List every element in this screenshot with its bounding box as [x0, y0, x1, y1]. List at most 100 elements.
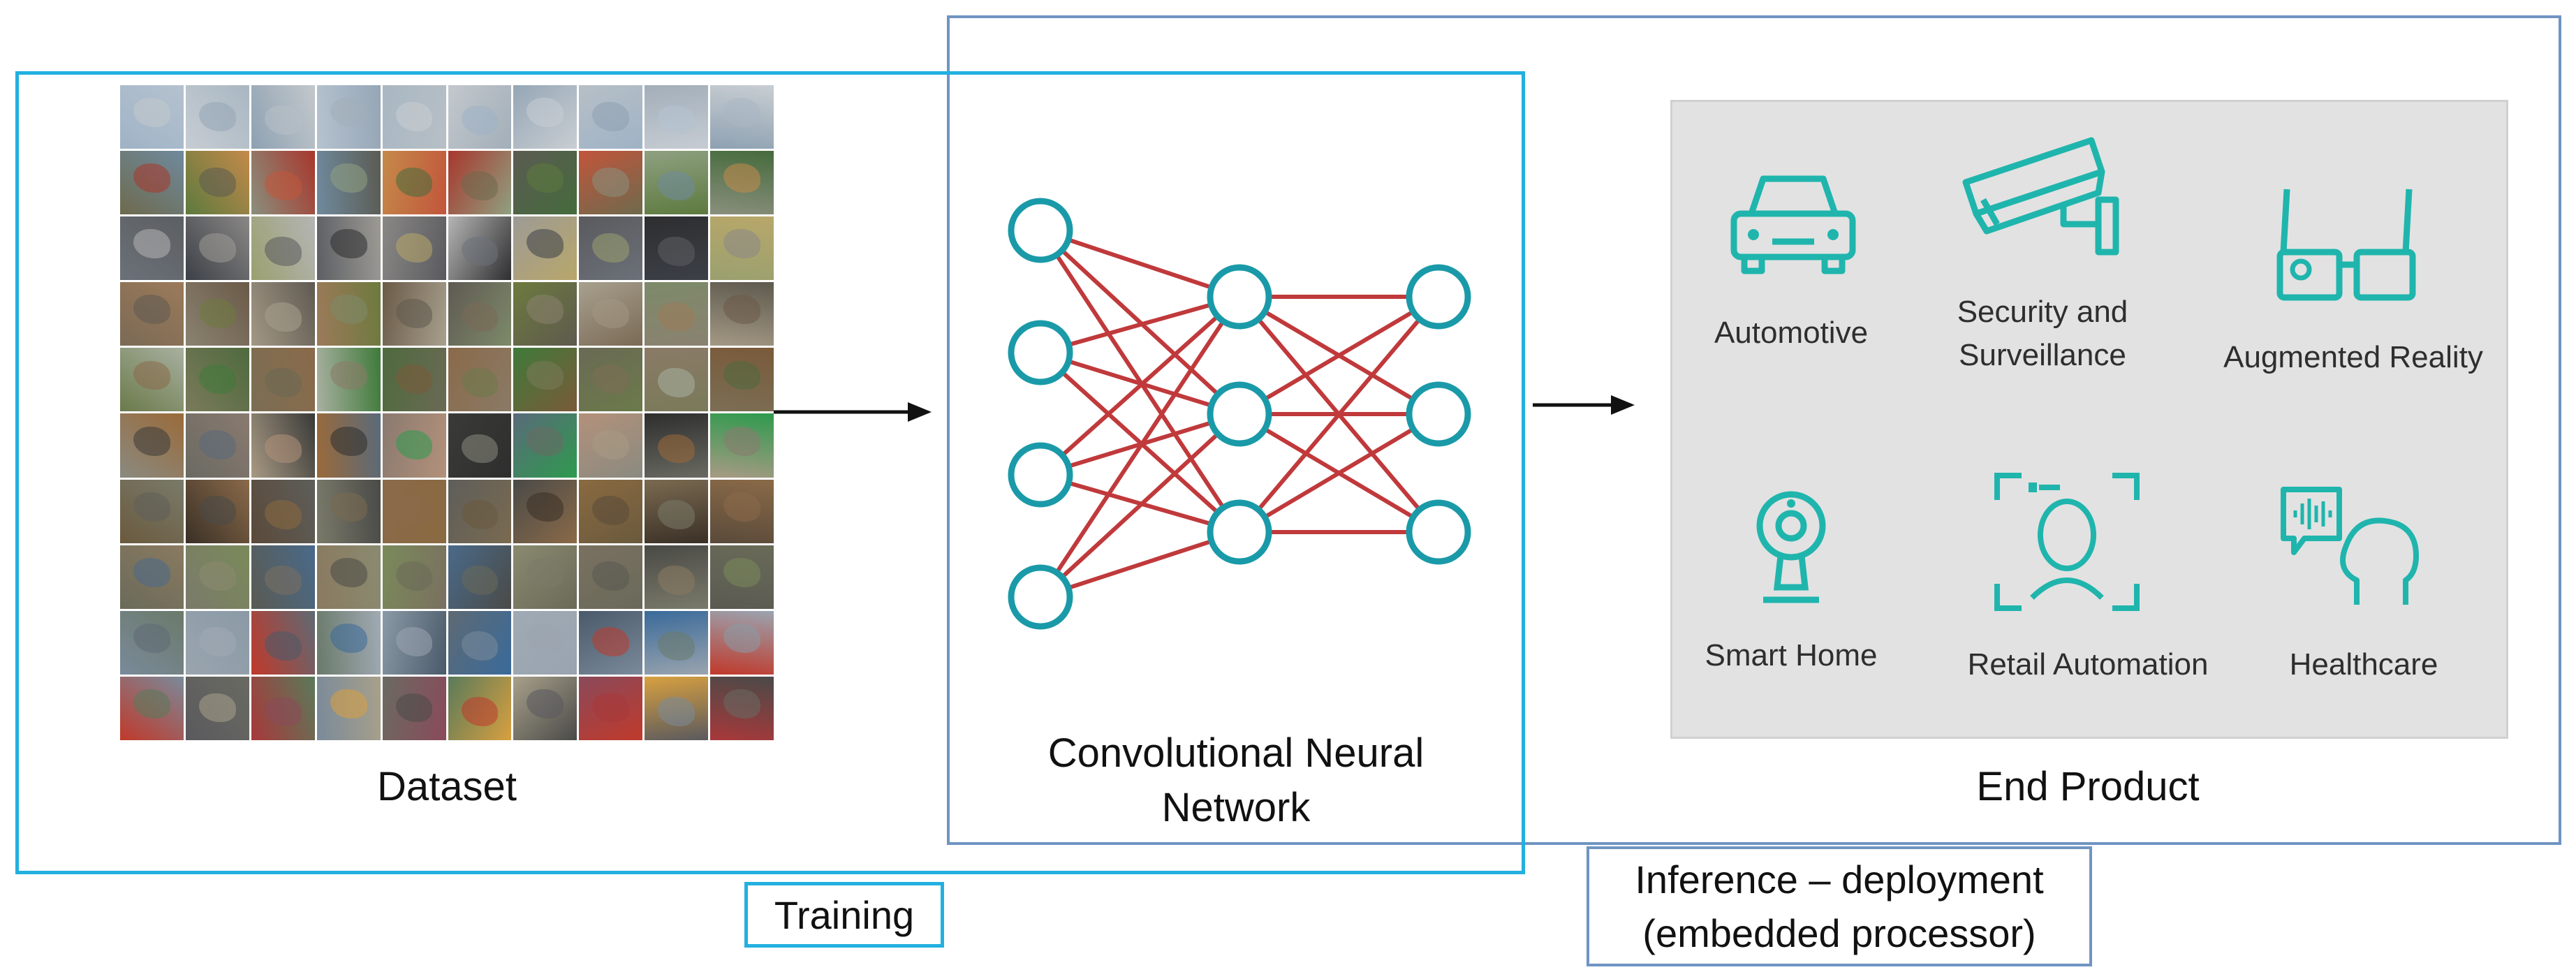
dataset-image-bird — [185, 151, 249, 215]
dataset-image-bird — [710, 151, 774, 215]
smart-glasses-icon — [2276, 189, 2416, 301]
dataset-image-bird — [316, 151, 381, 215]
dataset-image-airplane — [513, 85, 577, 149]
nn-node — [1008, 198, 1073, 263]
nn-node — [1008, 564, 1073, 630]
nn-edge — [1038, 412, 1242, 599]
dataset-image-truck — [448, 676, 512, 740]
inference-tag-line1: Inference – deployment — [1635, 857, 2044, 901]
dataset-image-deer — [120, 348, 184, 412]
nn-node — [1406, 499, 1471, 565]
nn-node — [1008, 442, 1073, 508]
dataset-image-grid — [120, 85, 774, 740]
dataset-image-dog — [185, 413, 249, 478]
dataset-image-airplane — [251, 85, 315, 149]
dataset-image-bird — [645, 151, 709, 215]
cnn-label-line1: Convolutional Neural — [1047, 730, 1425, 776]
face-recognition-icon — [1994, 473, 2140, 611]
dataset-image-deer — [251, 348, 315, 412]
dataset-image-horse — [251, 479, 315, 543]
dataset-image-airplane — [120, 85, 184, 149]
training-frame — [15, 71, 1525, 874]
inference-tag: Inference – deployment (embedded process… — [1587, 846, 2092, 966]
dataset-image-cat — [382, 282, 446, 346]
dataset-image-truck — [513, 676, 577, 740]
dataset-image-ship — [645, 610, 709, 675]
dataset-image-truck — [382, 676, 446, 740]
dataset-image-automobile — [382, 216, 446, 281]
voice-assistant-head-icon — [2281, 487, 2419, 605]
dataset-image-truck — [185, 676, 249, 740]
dataset-image-cat — [448, 282, 512, 346]
dataset-image-automobile — [251, 216, 315, 281]
dataset-image-airplane — [382, 85, 446, 149]
app-label-security-line1: Security and — [1957, 295, 2128, 329]
nn-edge — [1038, 228, 1242, 416]
dataset-image-cat — [579, 282, 643, 346]
end-product-panel: Automotive Security and Surveillance Aug… — [1670, 100, 2508, 739]
app-label-retail: Retail Automation — [1967, 647, 2209, 682]
nn-edge — [1038, 295, 1242, 477]
dataset-image-cat — [120, 282, 184, 346]
dataset-image-cat — [645, 282, 709, 346]
nn-node — [1207, 381, 1272, 447]
dataset-image-horse — [120, 479, 184, 543]
dataset-image-monkey — [382, 545, 446, 609]
dataset-image-airplane — [645, 85, 709, 149]
dataset-image-monkey — [251, 545, 315, 609]
dataset-image-horse — [579, 479, 643, 543]
dataset-image-automobile — [513, 216, 577, 281]
dataset-image-ship — [251, 610, 315, 675]
dataset-image-automobile — [448, 216, 512, 281]
dataset-image-bird — [382, 151, 446, 215]
dataset-image-automobile — [120, 216, 184, 281]
dataset-image-horse — [448, 479, 512, 543]
deployment-arrow — [1533, 395, 1635, 415]
dataset-image-airplane — [185, 85, 249, 149]
dataset-image-deer — [710, 348, 774, 412]
dataset-image-cat — [185, 282, 249, 346]
security-camera-icon — [1962, 137, 2119, 256]
dataset-image-deer — [579, 348, 643, 412]
dataset-image-deer — [513, 348, 577, 412]
dataset-image-bird — [448, 151, 512, 215]
dataset-image-dog — [645, 413, 709, 478]
dataset-image-cat — [316, 282, 381, 346]
app-label-security-line2: Surveillance — [1959, 338, 2126, 373]
nn-edge — [1040, 530, 1240, 599]
dataset-image-cat — [251, 282, 315, 346]
dataset-image-horse — [645, 479, 709, 543]
dataset-image-monkey — [513, 545, 577, 609]
nn-edge — [1038, 295, 1242, 598]
dataset-image-dog — [448, 413, 512, 478]
dataset-image-cat — [513, 282, 577, 346]
dataset-image-truck — [645, 676, 709, 740]
dataset-image-deer — [185, 348, 249, 412]
dataset-image-truck — [251, 676, 315, 740]
nn-edge — [1040, 228, 1240, 299]
dataset-image-dog — [251, 413, 315, 478]
smart-home-camera-icon — [1756, 491, 1826, 603]
nn-edge — [1237, 295, 1441, 533]
dataset-image-truck — [710, 676, 774, 740]
nn-node — [1207, 499, 1272, 565]
nn-node — [1406, 264, 1471, 330]
dataset-image-ship — [316, 610, 381, 675]
dataset-image-monkey — [645, 545, 709, 609]
dataset-image-airplane — [316, 85, 381, 149]
dataset-image-dog — [513, 413, 577, 478]
app-label-automotive: Automotive — [1714, 316, 1869, 350]
app-label-smart-home: Smart Home — [1705, 638, 1878, 672]
cnn-label-line2: Network — [1161, 785, 1311, 831]
app-label-ar: Augmented Reality — [2223, 340, 2483, 374]
dataset-image-truck — [316, 676, 381, 740]
nn-edge — [1238, 295, 1440, 416]
dataset-image-automobile — [579, 216, 643, 281]
dataset-image-horse — [382, 479, 446, 543]
dataset-image-horse — [710, 479, 774, 543]
dataset-image-ship — [185, 610, 249, 675]
dataset-image-deer — [382, 348, 446, 412]
dataset-image-ship — [448, 610, 512, 675]
neural-network-diagram — [1008, 198, 1471, 630]
cnn-label: Convolutional Neural Network — [978, 726, 1494, 836]
